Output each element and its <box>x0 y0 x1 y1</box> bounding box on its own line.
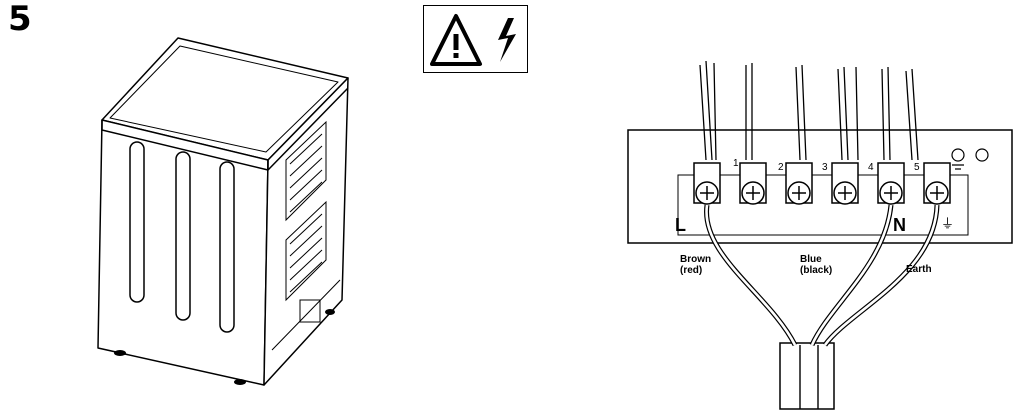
cable-sheath <box>779 342 835 410</box>
blue-wire-label: Blue (black) <box>800 254 832 276</box>
terminal-number: 2 <box>778 162 784 173</box>
wiring-diagram <box>627 60 1013 410</box>
earth-wire-label: Earth <box>906 264 932 275</box>
terminal-screw <box>877 162 905 205</box>
brown-wire-label-line2: (red) <box>680 265 703 276</box>
rear-rib <box>129 141 145 303</box>
appliance-rear-panel <box>97 119 269 386</box>
side-vent <box>285 120 327 222</box>
rear-rib <box>175 151 191 321</box>
appliance-illustration <box>97 37 349 386</box>
blue-wire-label-line1: Blue <box>800 254 822 265</box>
warning-triangle-icon <box>430 14 482 66</box>
side-port <box>299 299 321 323</box>
live-terminal-label: L <box>675 215 686 235</box>
terminal-screw <box>831 162 859 205</box>
terminal-screw <box>785 162 813 205</box>
appliance-foot <box>325 309 335 315</box>
electric-shock-icon <box>498 18 516 62</box>
brown-wire-label-line1: Brown <box>680 254 712 265</box>
terminal-number: 4 <box>868 162 874 173</box>
terminal-screw <box>693 162 721 205</box>
appliance-side-panel <box>263 77 349 386</box>
terminal-number: 5 <box>914 162 920 173</box>
earth-symbol-icon <box>951 148 989 170</box>
earth-terminal-symbol: ⏚ <box>941 216 955 231</box>
appliance-foot <box>114 350 126 356</box>
warning-box <box>423 5 528 73</box>
neutral-terminal-label: N <box>893 215 906 235</box>
terminal-number: 3 <box>822 162 828 173</box>
blue-wire-label-line2: (black) <box>800 265 833 276</box>
terminal-screw <box>923 162 951 205</box>
appliance-foot <box>234 379 246 385</box>
side-vent <box>285 200 327 302</box>
rear-rib <box>219 161 235 333</box>
terminal-block-housing <box>627 129 1013 244</box>
terminal-screw <box>739 162 767 205</box>
step-number: 5 <box>8 0 32 39</box>
terminal-number: 1 <box>733 158 739 169</box>
brown-wire-label: Brown (red) <box>680 254 711 276</box>
